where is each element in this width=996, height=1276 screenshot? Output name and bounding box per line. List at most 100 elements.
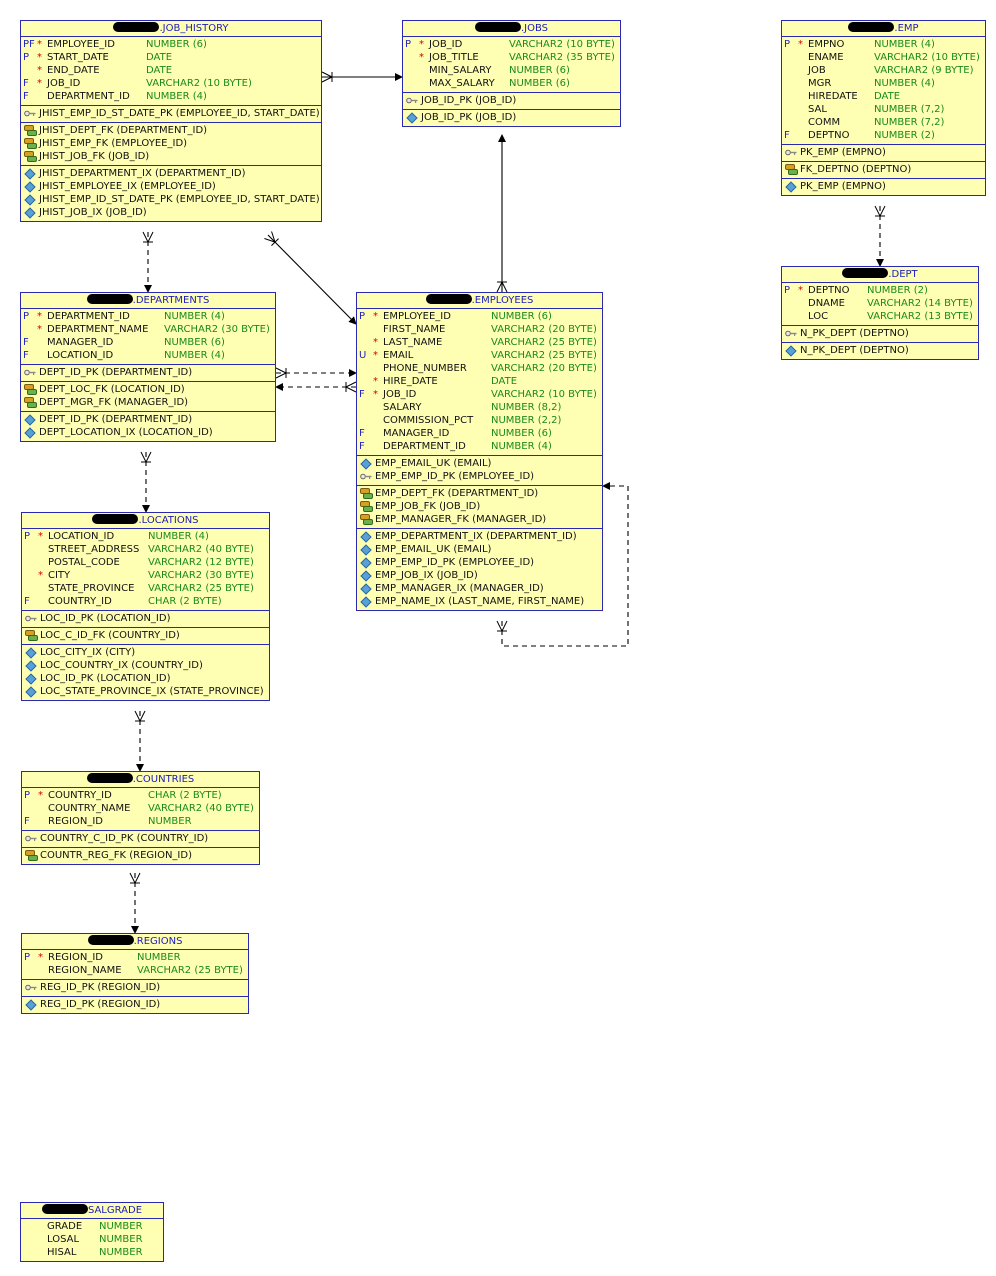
column-key-flag: F bbox=[23, 350, 29, 361]
index-row-label: LOC_CITY_IX (CITY) bbox=[40, 647, 136, 658]
column-name: EMAIL bbox=[383, 350, 414, 361]
foreign-key-row: DEPT_LOC_FK (LOCATION_ID) bbox=[21, 383, 275, 396]
column-type: VARCHAR2 (14 BYTE) bbox=[867, 298, 973, 309]
primary-key-row-label: JHIST_EMP_ID_ST_DATE_PK (EMPLOYEE_ID, ST… bbox=[39, 108, 320, 119]
foreign-key-icon bbox=[24, 151, 37, 162]
index-icon bbox=[360, 544, 372, 556]
table-title: .DEPARTMENTS bbox=[21, 293, 275, 309]
column-name: REGION_ID bbox=[48, 952, 103, 963]
column-type: NUMBER (4) bbox=[874, 78, 935, 89]
column-name: LOCATION_ID bbox=[47, 350, 114, 361]
column-key-flag: F bbox=[23, 337, 29, 348]
primary-key-row: JHIST_EMP_ID_ST_DATE_PK (EMPLOYEE_ID, ST… bbox=[21, 107, 321, 120]
column-row[interactable]: F LOCATION_ID NUMBER (4) bbox=[21, 349, 275, 362]
column-name: DEPARTMENT_ID bbox=[383, 441, 466, 452]
column-name: MGR bbox=[808, 78, 832, 89]
primary-key-row: PK_EMP (EMPNO) bbox=[782, 146, 985, 159]
column-name: ENAME bbox=[808, 52, 844, 63]
index-section: LOC_CITY_IX (CITY)LOC_COUNTRY_IX (COUNTR… bbox=[22, 645, 269, 700]
index-section: PK_EMP (EMPNO) bbox=[782, 179, 985, 195]
column-row[interactable]: MGR NUMBER (4) bbox=[782, 77, 985, 90]
primary-key-section: REG_ID_PK (REGION_ID) bbox=[22, 980, 248, 997]
table-title: SALGRADE bbox=[21, 1203, 163, 1219]
column-type: NUMBER (4) bbox=[148, 531, 209, 542]
primary-key-section: N_PK_DEPT (DEPTNO) bbox=[782, 326, 978, 343]
table-name: .JOBS bbox=[520, 23, 549, 34]
column-type: NUMBER (4) bbox=[164, 350, 225, 361]
index-row: JOB_ID_PK (JOB_ID) bbox=[403, 111, 620, 124]
column-key-flag: F bbox=[359, 428, 365, 439]
index-icon bbox=[360, 557, 372, 569]
index-row: LOC_STATE_PROVINCE_IX (STATE_PROVINCE) bbox=[22, 685, 269, 698]
redacted-schema-name bbox=[842, 268, 889, 278]
column-type: VARCHAR2 (20 BYTE) bbox=[491, 324, 597, 335]
column-type: CHAR (2 BYTE) bbox=[148, 596, 222, 607]
index-row: REG_ID_PK (REGION_ID) bbox=[22, 998, 248, 1011]
foreign-key-icon bbox=[360, 514, 373, 525]
column-type: NUMBER (6) bbox=[509, 65, 570, 76]
column-name: HIRE_DATE bbox=[383, 376, 438, 387]
index-icon bbox=[24, 194, 36, 206]
required-marker: * bbox=[373, 389, 378, 400]
foreign-key-row-label: DEPT_LOC_FK (LOCATION_ID) bbox=[39, 384, 185, 395]
